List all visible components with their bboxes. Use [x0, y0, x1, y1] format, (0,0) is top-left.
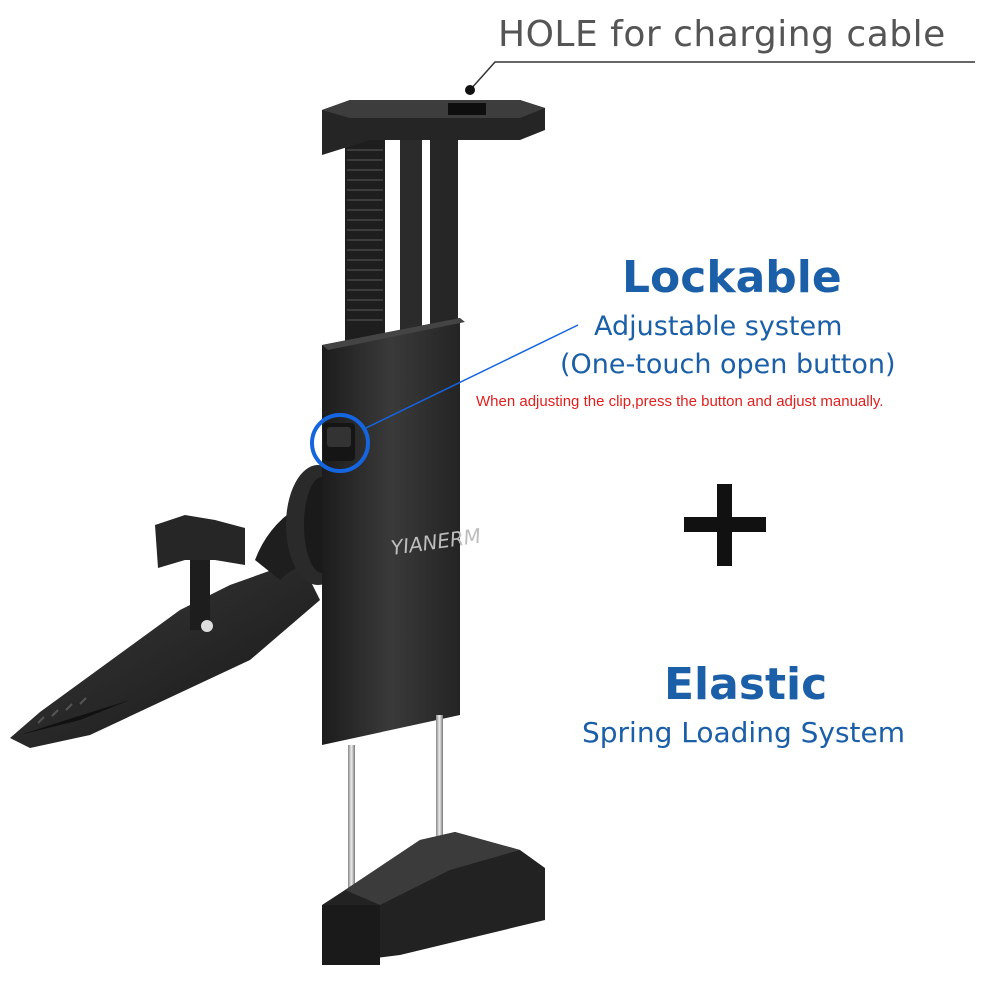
hole-label: HOLE for charging cable	[498, 14, 946, 55]
top-clamp	[322, 100, 545, 155]
hole-callout	[465, 61, 975, 95]
lockable-title: Lockable	[622, 252, 842, 303]
cd-slot-mount	[10, 500, 330, 748]
lock-callout	[310, 324, 579, 473]
extension-rails	[345, 140, 458, 350]
holder-body: YIANERM	[322, 318, 482, 745]
elastic-title: Elastic	[664, 659, 828, 710]
lockable-subtitle-2: (One-touch open button)	[560, 349, 896, 380]
plus-icon	[684, 484, 766, 566]
elastic-subtitle: Spring Loading System	[582, 716, 906, 749]
lockable-subtitle: Adjustable system	[594, 311, 843, 342]
release-button	[323, 423, 355, 461]
spring-rods	[348, 715, 443, 905]
bottom-clamp	[322, 832, 545, 965]
lockable-note: When adjusting the clip,press the button…	[476, 393, 884, 410]
